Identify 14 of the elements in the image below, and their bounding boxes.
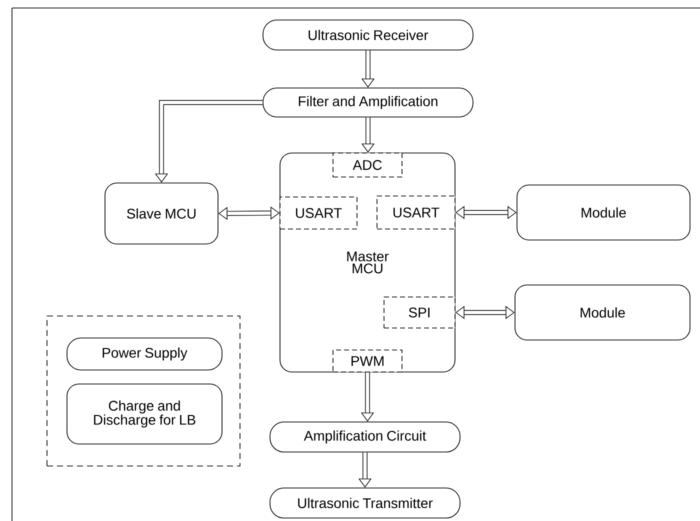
group-frame (46, 316, 240, 466)
process-pill: Power Supply (66, 338, 222, 370)
process-pill: Amplification Circuit (270, 422, 460, 452)
port-box: USART (280, 196, 358, 230)
module-box: Module (516, 184, 690, 240)
port-box: USART (376, 196, 456, 230)
port-box: PWM (332, 350, 402, 372)
process-pill: Ultrasonic Transmitter (270, 488, 460, 518)
port-box: SPI (384, 296, 456, 328)
process-box: Slave MCU (104, 182, 218, 244)
process-pill: Filter and Amplification (262, 88, 474, 118)
module-box: Module (514, 284, 690, 340)
process-pill: Ultrasonic Receiver (262, 20, 474, 50)
process-box: Charge and Discharge for LB (66, 384, 222, 444)
